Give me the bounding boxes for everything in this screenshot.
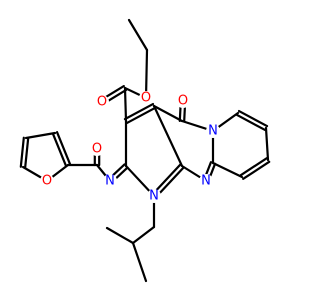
atom-o-ester-carbonyl: O [95, 95, 109, 110]
bond-line [211, 161, 244, 179]
bond-line [131, 225, 156, 245]
atom-o-ester-label: O [141, 91, 151, 106]
atom-o-amide: O [90, 142, 104, 157]
bond-line [154, 166, 185, 199]
atom-n-imine-label: N [105, 174, 115, 189]
atom-o-ester-carbonyl-label: O [97, 95, 107, 110]
bond-line [144, 48, 149, 100]
bond-line [51, 132, 68, 167]
bond-line [237, 109, 269, 128]
bond-line [131, 241, 148, 283]
atom-n-bridgehead: N [206, 124, 220, 139]
molecule-structure-diagram: O O O N O O N [19, 18, 271, 283]
atom-n-pyrimidine: N [199, 174, 213, 189]
atom-o-ketone: O [176, 94, 190, 109]
bond-line [24, 137, 30, 169]
bond-line [151, 163, 182, 196]
atom-o-ester: O [139, 91, 153, 106]
bond-line [123, 86, 128, 123]
atom-o-amide-label: O [92, 142, 102, 157]
atom-o-furan: O [40, 174, 54, 189]
atom-o-ketone-label: O [178, 94, 188, 109]
atom-n-ring: N [147, 189, 161, 204]
atom-label-layer: O O O N O O N [40, 91, 220, 204]
atom-n-imine: N [103, 174, 117, 189]
bond-line [105, 226, 135, 245]
atom-n-ring-label: N [149, 189, 159, 204]
bond-line [264, 126, 270, 162]
bond-line [125, 106, 157, 125]
bond-line [242, 160, 271, 180]
bond-layer [19, 18, 271, 283]
bond-line [55, 131, 72, 166]
atom-n-pyrimidine-label: N [201, 174, 211, 189]
bond-line [239, 157, 268, 177]
bond-line [24, 131, 57, 140]
bond-line [19, 136, 25, 168]
bond-line [123, 102, 155, 121]
bond-line [127, 18, 149, 52]
bond-line [235, 113, 267, 132]
bond-line [152, 104, 184, 123]
atom-o-furan-label: O [42, 174, 52, 189]
atom-n-bridgehead-label: N [208, 124, 218, 139]
bond-line [152, 104, 184, 168]
